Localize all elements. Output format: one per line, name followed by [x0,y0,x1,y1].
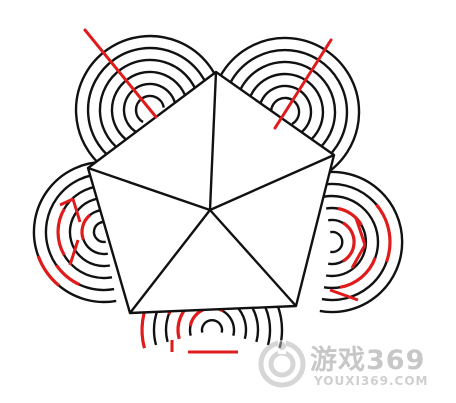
ring-arc-right-4 [323,194,380,290]
red-connector-5 [350,244,367,269]
ring-arc-top-left-2 [122,82,177,134]
red-arc-left-1 [56,208,66,256]
pentagon-divider-5 [87,166,211,212]
red-diagonal-2 [273,38,333,130]
red-arc-right-6 [337,206,363,226]
ring-arc-top-left-5 [86,46,213,165]
youxi369-logo-icon [258,340,306,388]
red-arc-left-3 [80,213,92,241]
watermark-title: 游戏369 [310,345,426,376]
red-arc-left-2 [55,264,81,287]
pentagon-divider-2 [209,153,335,212]
red-connector-4 [354,217,367,246]
red-connector-1 [59,197,74,207]
red-arc-left-4 [36,255,61,287]
ring-arc-top-left-6 [74,34,225,176]
pentagon-divider-4 [129,209,211,314]
red-connector-3 [68,239,80,266]
watermark-url: YOUXI369.COM [314,374,429,388]
ring-arc-right-6 [319,170,404,314]
pentagon-outline [86,70,336,315]
red-arc-right-5 [342,221,356,263]
pentagon-divider-3 [209,209,297,307]
ring-arc-top-left-3 [110,70,189,144]
ring-arc-right-3 [325,206,368,278]
red-arc-right-8 [375,203,392,263]
watermark: 游戏369 YOUXI369.COM [258,336,448,396]
ring-arc-top-left-4 [98,58,201,155]
red-connector-2 [71,198,82,223]
pentagon-divider-1 [208,71,218,211]
red-diagonal-1 [83,28,158,119]
ring-arc-right-1 [330,230,344,254]
red-arc-right-7 [339,257,377,289]
ring-arc-bottom-1 [200,318,224,333]
red-connector-6 [329,288,359,302]
